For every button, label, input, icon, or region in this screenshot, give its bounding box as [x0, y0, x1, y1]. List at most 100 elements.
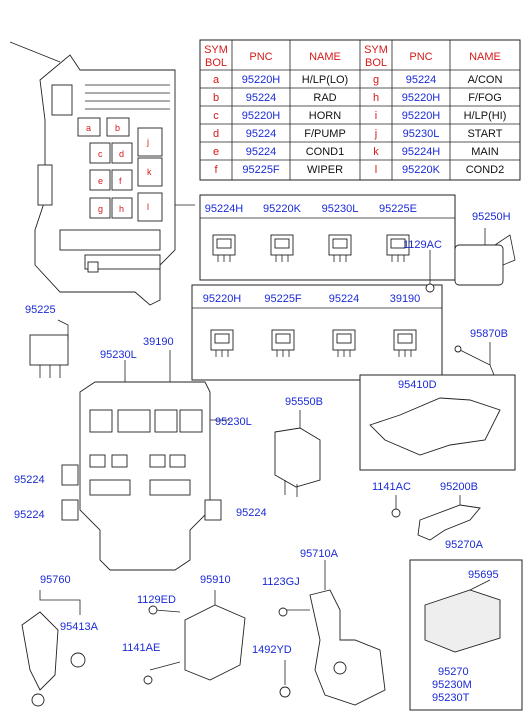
fuse-label-b: b: [115, 123, 120, 133]
fuse-label-e: e: [98, 176, 103, 186]
table-cell-name: RAD: [313, 92, 336, 104]
bracket-95200B-drawing: [391, 495, 481, 541]
relay-group-top-label: 95225E: [379, 203, 417, 215]
table-cell-pnc: 95225F: [242, 164, 280, 176]
bracket-95410D-drawing: [359, 374, 516, 471]
fuse-label-g: g: [98, 204, 103, 214]
label-95550B: 95550B: [285, 396, 323, 408]
relay-group-bottom-label: 95220H: [203, 293, 242, 305]
label-39190: 39190: [143, 336, 174, 348]
label-95224-left-b: 95224: [14, 509, 45, 521]
relay-group-top-label: 95224H: [205, 203, 244, 215]
table-cell-pnc: 95224: [246, 128, 277, 140]
table-cell-pnc: 95224: [406, 74, 437, 86]
table-cell-pnc: 95220H: [402, 110, 441, 122]
table-header-pnc: PNC: [409, 51, 432, 63]
table-cell-symbol: f: [214, 164, 218, 176]
relay-icon: [210, 329, 234, 357]
relay-icon: [328, 234, 352, 262]
label-1129AC: 1129AC: [403, 239, 442, 251]
relay-top-items: 95224H 95220K 95230L 95225E: [205, 203, 417, 262]
table-cell-symbol: i: [375, 110, 377, 122]
table-cell-symbol: c: [213, 110, 219, 122]
fuse-box-drawing: [9, 41, 195, 306]
label-95910: 95910: [200, 574, 231, 586]
relay-group-bottom-label: 95225F: [264, 293, 302, 305]
relay-icon: [332, 329, 356, 357]
junction-block-drawing: [61, 350, 230, 571]
fuse-label-a: a: [86, 123, 91, 133]
table-cell-name: A/CON: [468, 74, 503, 86]
table-header-symbol-top: SYM: [364, 44, 388, 56]
table-cell-name: MAIN: [471, 146, 499, 158]
label-95413A: 95413A: [60, 621, 99, 633]
label-1123GJ: 1123GJ: [262, 576, 300, 588]
table-header-symbol-top: SYM: [204, 44, 228, 56]
table-cell-symbol: h: [373, 92, 379, 104]
relay-icon: [212, 234, 236, 262]
label-95224-left-a: 95224: [14, 474, 45, 486]
relay-icon: [393, 329, 417, 357]
label-95270: 95270: [438, 666, 469, 678]
table-header-name: NAME: [309, 51, 341, 63]
relay-icon: [270, 234, 294, 262]
table-cell-pnc: 95220H: [402, 92, 441, 104]
label-95250H: 95250H: [472, 211, 511, 223]
relay-icon: [271, 329, 295, 357]
relay-icon: [386, 234, 410, 262]
label-95710A: 95710A: [300, 548, 339, 560]
relay-group-top-label: 95220K: [263, 203, 302, 215]
table-cell-name: COND1: [306, 146, 345, 158]
table-cell-pnc: 95220H: [242, 110, 281, 122]
table-cell-pnc: 95224: [246, 92, 277, 104]
relay-group-bottom-label: 95224: [329, 293, 360, 305]
table-cell-symbol: b: [213, 92, 219, 104]
label-95230T: 95230T: [432, 692, 470, 704]
table-cell-name: F/FOG: [468, 92, 502, 104]
table-cell-symbol: k: [373, 146, 379, 158]
table-header-symbol-bottom: BOL: [365, 57, 387, 69]
relay-95225-drawing: [29, 319, 69, 378]
table-cell-symbol: l: [375, 164, 377, 176]
label-95225: 95225: [25, 304, 56, 316]
table-cell-name: F/PUMP: [304, 128, 346, 140]
fuse-label-f: f: [119, 176, 122, 186]
keyfob-95760-drawing: [21, 590, 86, 707]
table-cell-name: H/LP(LO): [302, 74, 348, 86]
fuse-label-j: j: [146, 137, 149, 147]
table-cell-pnc: 95220K: [402, 164, 441, 176]
table-cell-pnc: 95230L: [403, 128, 440, 140]
table-cell-name: START: [467, 128, 502, 140]
label-95200B: 95200B: [440, 481, 478, 493]
table-cell-name: WIPER: [307, 164, 343, 176]
fuse-label-c: c: [98, 149, 103, 159]
fuse-label-h: h: [119, 204, 124, 214]
module-95550B-drawing: [274, 410, 321, 497]
table-header-symbol-bottom: BOL: [205, 57, 227, 69]
label-1492YD: 1492YD: [252, 644, 292, 656]
table-cell-name: COND2: [466, 164, 505, 176]
label-95270A: 95270A: [445, 539, 484, 551]
label-95230L-side: 95230L: [215, 416, 252, 428]
relay-table: [199, 39, 521, 181]
relay-group-top: [199, 194, 456, 281]
table-cell-symbol: e: [213, 146, 219, 158]
table-cell-pnc: 95224: [246, 146, 277, 158]
relay-group-top-label: 95230L: [322, 203, 359, 215]
label-1141AC: 1141AC: [372, 481, 411, 493]
label-95695: 95695: [468, 569, 499, 581]
label-95870B: 95870B: [470, 328, 508, 340]
relay-95250H-drawing: [425, 228, 516, 293]
table-cell-symbol: j: [374, 128, 377, 140]
table-header-pnc: PNC: [249, 51, 272, 63]
module-95910-drawing: [143, 590, 246, 685]
table-cell-name: H/LP(HI): [464, 110, 507, 122]
label-95230M: 95230M: [432, 679, 472, 691]
label-1141AE: 1141AE: [122, 642, 160, 654]
siren-95710A-drawing: [278, 560, 386, 706]
label-1129ED: 1129ED: [137, 594, 176, 606]
table-cell-symbol: g: [373, 74, 379, 86]
